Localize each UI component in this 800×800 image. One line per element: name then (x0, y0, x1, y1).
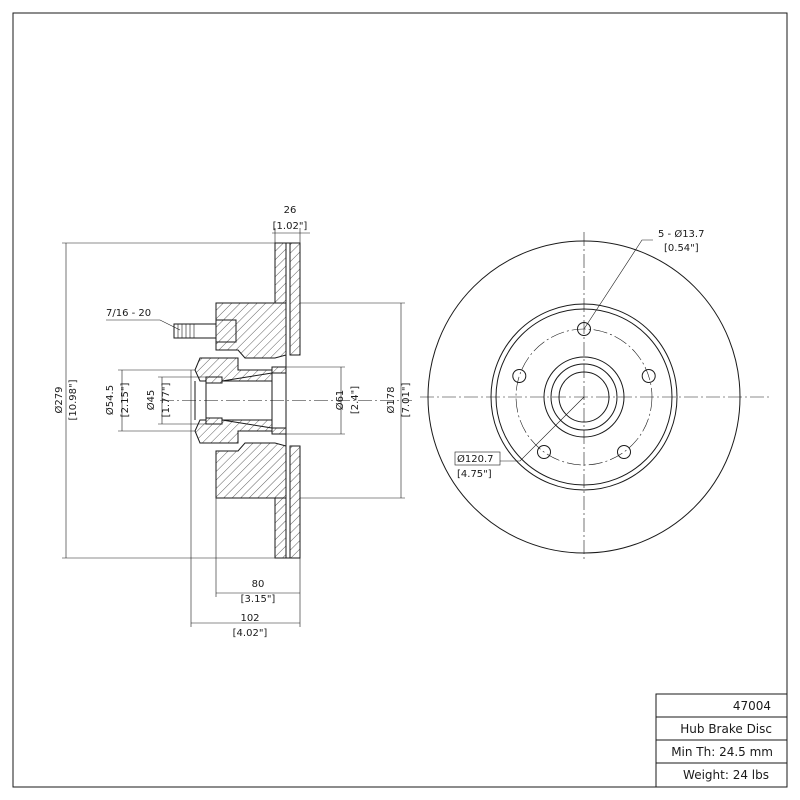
side-section-view: 26 [1.02"] 7/16 - 20 Ø279 [10.98"] Ø54.5… (53, 205, 412, 639)
bolt-hole-5 (512, 369, 527, 383)
overall-height-mm: 102 (240, 613, 259, 624)
bolt-circle-mm: Ø120.7 (457, 453, 494, 465)
bolt-holes-mm: 5 - Ø13.7 (658, 228, 704, 240)
hat-height-mm: 80 (252, 579, 265, 590)
hat-diameter-in: [7.01"] (401, 383, 412, 418)
upper-inner-plate (289, 242, 301, 356)
hub-bore-in: [2.4"] (350, 386, 361, 414)
inner-bore-in: [1.77"] (161, 383, 172, 418)
hat-height-in: [3.15"] (241, 594, 276, 605)
outer-bore-in: [2.15"] (120, 383, 131, 418)
part-description: Hub Brake Disc (680, 722, 772, 736)
upper-hat-wall (215, 302, 287, 359)
lower-outer-plate (274, 497, 287, 559)
bolt-hole-3 (617, 445, 631, 459)
part-number: 47004 (733, 699, 771, 713)
weight: Weight: 24 lbs (683, 768, 769, 782)
thickness-in: [1.02"] (273, 221, 308, 232)
front-view: 5 - Ø13.7 [0.54"] Ø120.7 [4.75"] (420, 228, 770, 562)
lower-hat-wall (215, 442, 287, 499)
inner-bore-mm: Ø45 (145, 390, 157, 411)
bolt-hole-4 (537, 445, 551, 459)
hat-diameter-mm: Ø178 (385, 387, 397, 414)
wheel-stud (173, 319, 237, 343)
title-block: 47004 Hub Brake Disc Min Th: 24.5 mm Wei… (655, 693, 788, 788)
inner-race-top (271, 366, 287, 374)
hub-bore-mm: Ø61 (334, 390, 346, 411)
inner-race-bottom (271, 427, 287, 435)
overall-height-in: [4.02"] (233, 628, 268, 639)
lower-inner-plate (289, 445, 301, 559)
outer-bore-mm: Ø54.5 (104, 385, 116, 415)
stud-thread-label: 7/16 - 20 (106, 308, 151, 319)
bolt-hole-2 (641, 369, 656, 383)
outer-race-top (205, 376, 223, 384)
overall-diameter-mm: Ø279 (53, 387, 65, 414)
thickness-mm: 26 (284, 205, 297, 216)
min-thickness: Min Th: 24.5 mm (671, 745, 773, 759)
bolt-holes-in: [0.54"] (664, 243, 699, 254)
overall-diameter-in: [10.98"] (68, 379, 79, 420)
outer-race-bottom (205, 417, 223, 425)
drawing-border (12, 12, 788, 788)
upper-outer-plate (274, 242, 287, 304)
bolt-circle-in: [4.75"] (457, 469, 492, 480)
